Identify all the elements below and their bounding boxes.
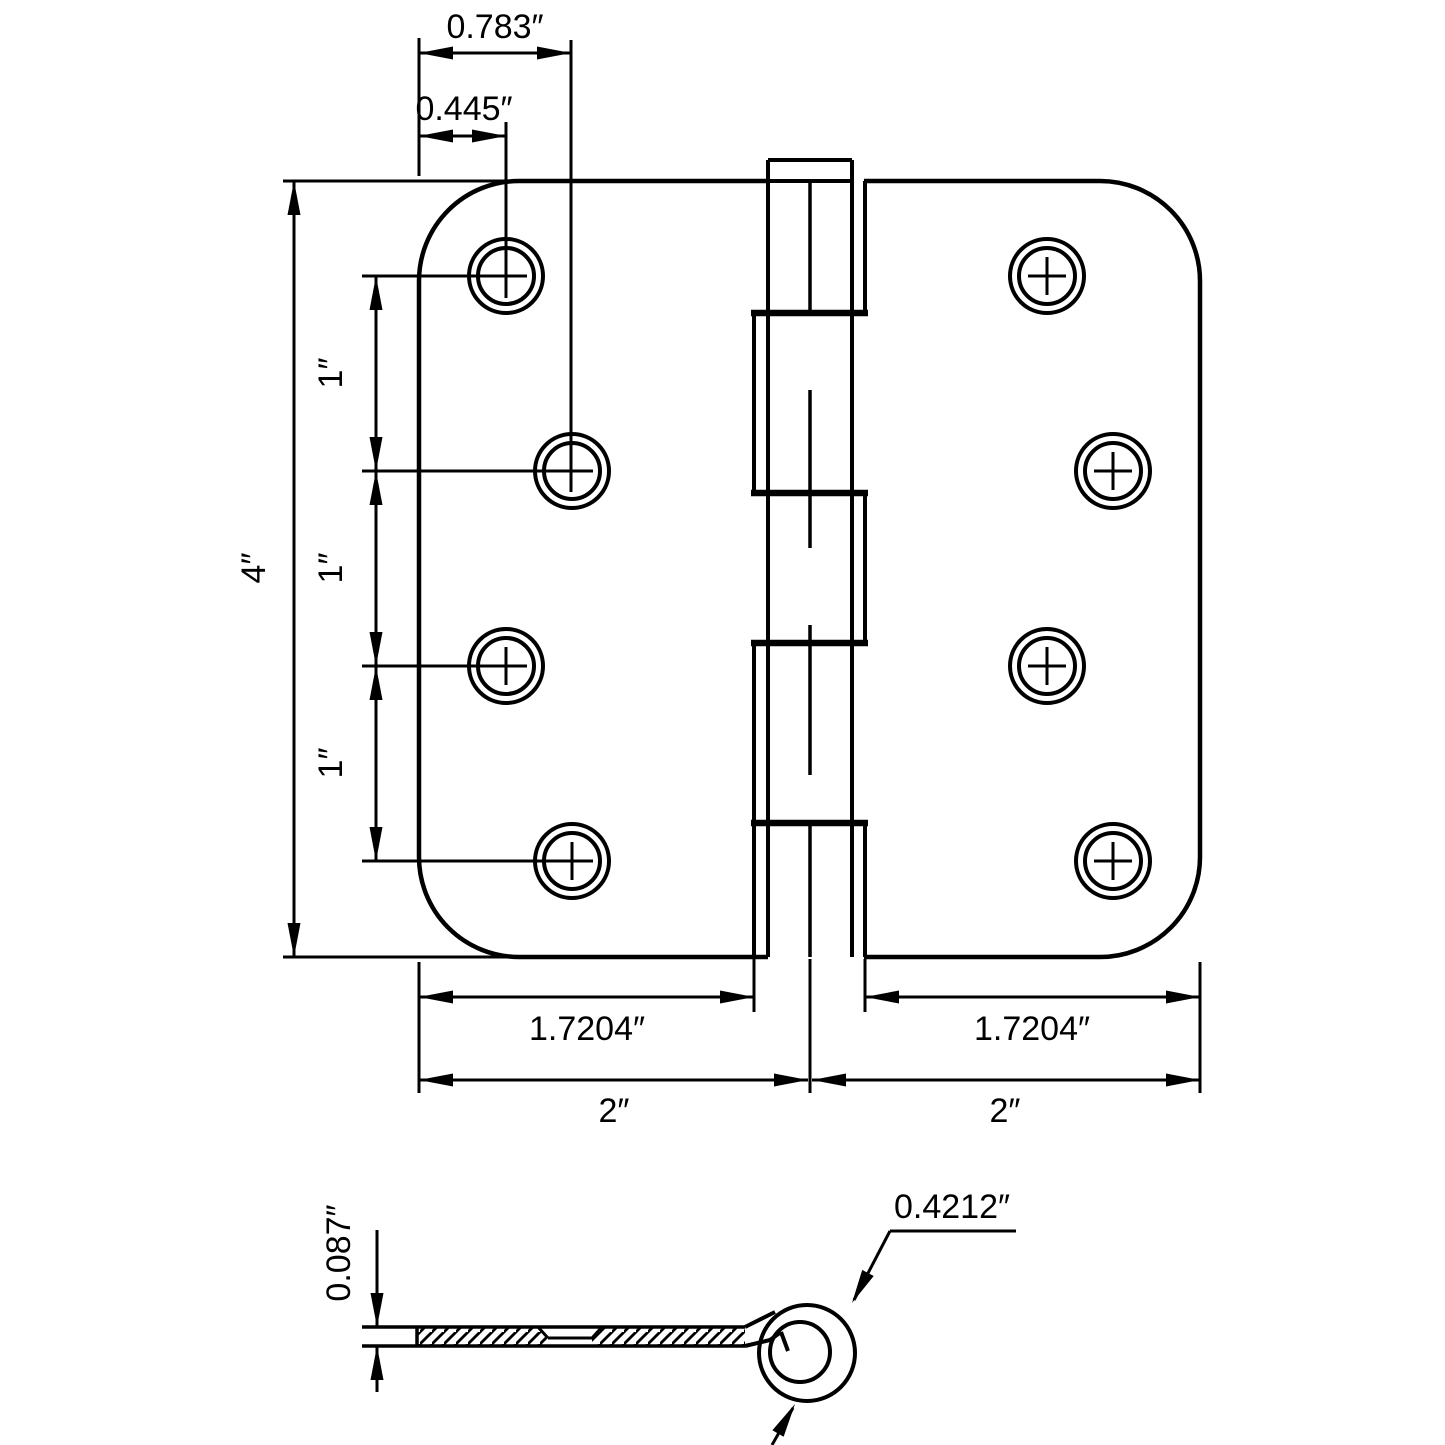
dim-label-hole-spacing-1: 1″ (312, 358, 350, 389)
dim-label-leaf-width-right: 1.7204″ (974, 1010, 1090, 1048)
section-view: 0.087″ 0.4212″ (320, 1188, 1016, 1445)
dim-label-hole-spacing-3: 1″ (312, 748, 350, 779)
dim-leaf-thickness: 0.087″ (320, 1204, 384, 1392)
dim-label-leaf-thickness: 0.087″ (320, 1204, 358, 1301)
right-leaf-outline (864, 178, 1203, 960)
dim-label-half-width-right: 2″ (990, 1092, 1021, 1130)
dim-knuckle-diameter: 0.4212″ (852, 1188, 1016, 1303)
knuckle-curl (757, 1303, 857, 1403)
dim-label-half-width-left: 2″ (599, 1092, 630, 1130)
screw-hole (1074, 432, 1152, 510)
screw-hole (1008, 237, 1086, 315)
leaf-cross-section (362, 1310, 790, 1352)
dim-label-hole-offset-outer: 0.783″ (446, 8, 543, 46)
dim-label-hole-spacing-2: 1″ (312, 553, 350, 584)
dim-leaf-height: 4″ (235, 181, 301, 957)
hole-row-extension-lines (362, 274, 593, 863)
dim-label-leaf-height: 4″ (235, 553, 273, 584)
screw-hole (1074, 822, 1152, 900)
dim-label-knuckle-diameter: 0.4212″ (894, 1188, 1010, 1226)
leaf-edge-extension-lines (283, 179, 523, 959)
dim-leaf-width-left: 1.7204″ (419, 990, 754, 1048)
dim-hole-offset-outer: 0.783″ (417, 8, 573, 492)
bottom-leader-arrow (770, 1404, 795, 1445)
dim-label-hole-offset-inner: 0.445″ (415, 90, 512, 128)
left-leaf-outline (416, 178, 768, 960)
dim-half-width-left: 2″ (419, 1073, 808, 1130)
screw-holes-right (1008, 237, 1152, 900)
bottom-extension-lines (417, 959, 1202, 1093)
screw-hole (1008, 627, 1086, 705)
dim-half-width-right: 2″ (812, 1073, 1200, 1130)
screw-holes-left (467, 237, 611, 900)
dim-hole-spacing-chain: 1″ 1″ 1″ (312, 276, 383, 861)
dim-label-leaf-width-left: 1.7204″ (529, 1010, 645, 1048)
countersink-hole-section (536, 1325, 604, 1340)
plan-view: 0.783″ 0.445″ 4″ (235, 8, 1203, 1130)
dim-leaf-width-right: 1.7204″ (865, 990, 1200, 1048)
dim-hole-offset-inner: 0.445″ (415, 90, 513, 298)
